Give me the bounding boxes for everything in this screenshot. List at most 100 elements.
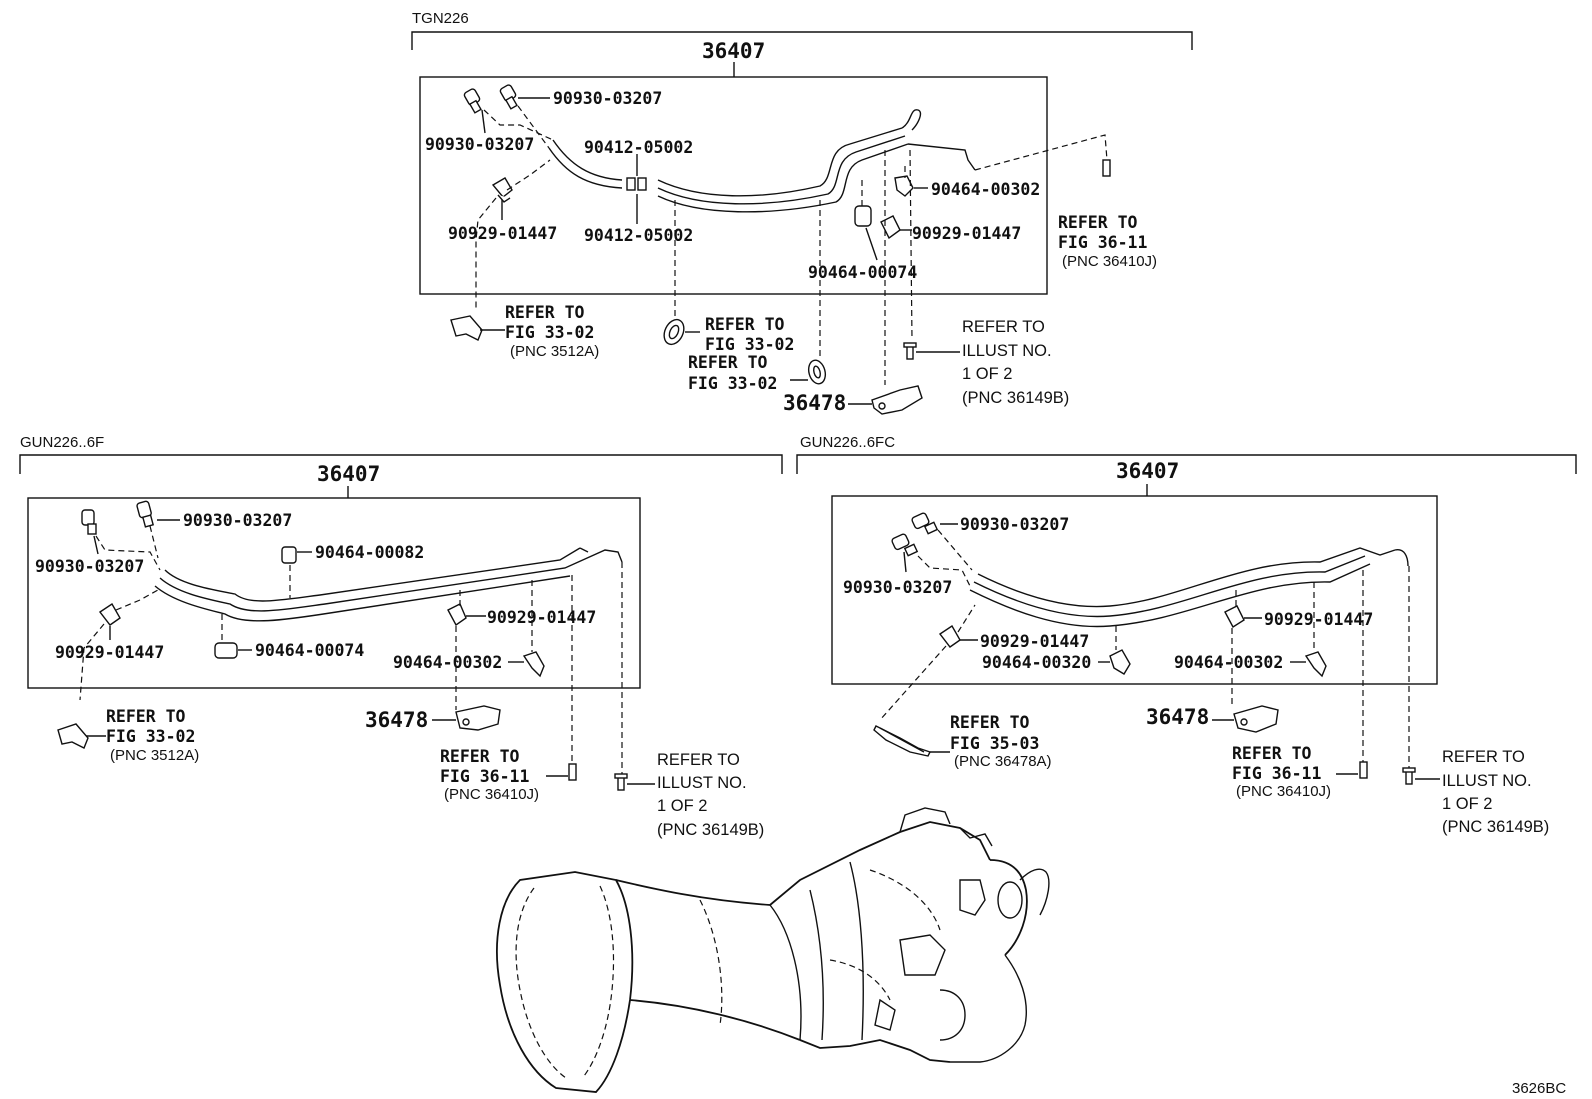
right-ref-b-3: (PNC 36410J) <box>1236 783 1331 800</box>
left-cushion-00082 <box>281 546 297 564</box>
left-clamp-01447 <box>98 603 121 626</box>
right-label-p5: 90929-01447 <box>1264 610 1373 629</box>
top-label-p4: 90412-05002 <box>584 226 693 245</box>
transmission-illustration <box>496 807 1050 1093</box>
left-connector-1 <box>81 509 97 535</box>
right-ref-b-2: FIG 36-11 <box>1232 764 1321 783</box>
top-pipes <box>548 109 976 213</box>
right-ref-a-3: (PNC 36478A) <box>954 753 1052 770</box>
top-connector-2 <box>499 84 518 110</box>
top-ref-b-3: (PNC 3512A) <box>510 343 599 360</box>
top-label-p9: 36478 <box>783 391 846 415</box>
section-left-assembly: 36407 <box>317 462 380 486</box>
top-bracket-left <box>450 315 483 341</box>
top-connector-1 <box>463 88 482 114</box>
top-clip-lower <box>807 359 827 385</box>
right-ref-a-2: FIG 35-03 <box>950 734 1039 753</box>
section-right: GUN226..6FC 36407 90930-03207 90930-0320… <box>796 434 1577 836</box>
section-top-model: TGN226 <box>412 10 469 27</box>
section-top: TGN226 36407 90930-03207 90930-03207 <box>411 10 1193 415</box>
top-ref-c-1: REFER TO <box>705 315 785 334</box>
top-ref-d-2: FIG 33-02 <box>688 374 777 393</box>
top-ref-e-4: (PNC 36149B) <box>962 389 1069 407</box>
top-bracket-36478 <box>871 385 923 415</box>
left-clamp-00302 <box>522 651 545 678</box>
left-ref-a-3: (PNC 3512A) <box>110 747 199 764</box>
top-label-p5: 90929-01447 <box>448 224 557 243</box>
right-ref-c-1: REFER TO <box>1442 748 1525 766</box>
left-bracket-ref <box>57 723 89 749</box>
right-label-p1: 90930-03207 <box>960 515 1069 534</box>
top-clip-90412 <box>626 177 647 191</box>
section-top-bracket <box>411 31 1193 50</box>
section-left-frame <box>27 497 641 689</box>
top-ref-b-2: FIG 33-02 <box>505 323 594 342</box>
section-right-model: GUN226..6FC <box>800 434 895 451</box>
section-right-bracket <box>796 454 1577 474</box>
right-strap <box>873 725 931 757</box>
top-cushion-90464-00074 <box>854 205 872 227</box>
left-ref-c-1: REFER TO <box>657 751 740 769</box>
left-ref-c-3: 1 OF 2 <box>657 797 707 815</box>
figure-code: 3626BC <box>1512 1080 1566 1097</box>
section-left: GUN226..6F 36407 90930-03207 90930-03207 <box>19 434 783 839</box>
top-ref-b-1: REFER TO <box>505 303 585 322</box>
right-pipes <box>969 547 1409 628</box>
right-clamp-00302 <box>1304 651 1327 678</box>
left-label-p6: 90929-01447 <box>487 608 596 627</box>
right-label-p7: 36478 <box>1146 705 1209 729</box>
top-ref-d-1: REFER TO <box>688 353 768 372</box>
top-ref-c-2: FIG 33-02 <box>705 335 794 354</box>
section-left-bracket <box>19 454 783 474</box>
left-pipes <box>154 547 623 622</box>
top-ref-e-1: REFER TO <box>962 318 1045 336</box>
right-ref-b-1: REFER TO <box>1232 744 1312 763</box>
left-ref-a-2: FIG 33-02 <box>106 727 195 746</box>
right-bracket-36478 <box>1233 705 1279 733</box>
right-label-p2: 90930-03207 <box>843 578 952 597</box>
left-ref-b-1: REFER TO <box>440 747 520 766</box>
left-label-p5: 90464-00074 <box>255 641 364 660</box>
left-label-p4: 90929-01447 <box>55 643 164 662</box>
left-ref-b-3: (PNC 36410J) <box>444 786 539 803</box>
top-ref-a-2: FIG 36-11 <box>1058 233 1147 252</box>
right-ref-c-4: (PNC 36149B) <box>1442 818 1549 836</box>
top-bolt <box>903 342 917 360</box>
left-ref-c-4: (PNC 36149B) <box>657 821 764 839</box>
section-left-model: GUN226..6F <box>20 434 104 451</box>
right-label-p6: 90464-00302 <box>1174 653 1283 672</box>
section-top-frame <box>419 76 1048 295</box>
left-label-p3: 90464-00082 <box>315 543 424 562</box>
right-clamp-00320 <box>1109 649 1131 675</box>
right-ref-c-3: 1 OF 2 <box>1442 795 1492 813</box>
top-label-p3: 90412-05002 <box>584 138 693 157</box>
top-clip-center <box>663 318 685 346</box>
section-right-frame <box>831 495 1438 685</box>
left-label-p8: 36478 <box>365 708 428 732</box>
top-clamp-90929-right <box>880 215 901 240</box>
right-connector-2 <box>891 533 919 557</box>
left-label-p1: 90930-03207 <box>183 511 292 530</box>
section-top-assembly: 36407 <box>702 39 765 63</box>
right-label-p4: 90464-00320 <box>982 653 1091 672</box>
top-ref-e-2: ILLUST NO. <box>962 342 1052 360</box>
top-label-p2: 90930-03207 <box>425 135 534 154</box>
left-cushion-00074 <box>214 642 238 659</box>
right-bolt <box>1402 767 1416 785</box>
left-bracket-36478 <box>455 705 501 731</box>
top-ref-a-3: (PNC 36410J) <box>1062 253 1157 270</box>
top-ref-e-3: 1 OF 2 <box>962 365 1012 383</box>
right-clamp-right <box>1224 605 1245 628</box>
top-clamp-left <box>491 177 513 203</box>
left-ref-c-2: ILLUST NO. <box>657 774 747 792</box>
right-ref-c-2: ILLUST NO. <box>1442 772 1532 790</box>
left-ref-a-1: REFER TO <box>106 707 186 726</box>
left-label-p7: 90464-00302 <box>393 653 502 672</box>
top-ref-a-1: REFER TO <box>1058 213 1138 232</box>
top-label-p1: 90930-03207 <box>553 89 662 108</box>
section-right-assembly: 36407 <box>1116 459 1179 483</box>
top-label-p6: 90464-00302 <box>931 180 1040 199</box>
left-bolt <box>614 773 628 791</box>
top-label-p7: 90929-01447 <box>912 224 1021 243</box>
